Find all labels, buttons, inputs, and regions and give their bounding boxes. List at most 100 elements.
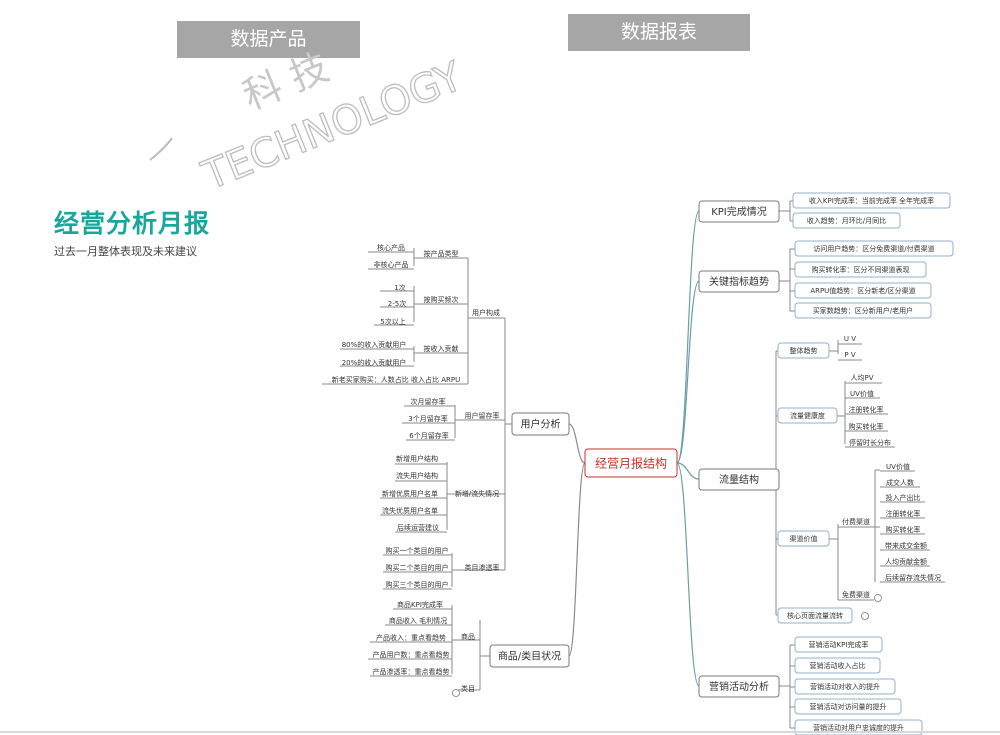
p-6-label: 带来成交金额 — [885, 541, 927, 550]
by-revenue-label: 按收入贡献 — [424, 344, 459, 353]
branch-user-analysis-box — [511, 412, 570, 436]
g-1-label: 商品KPI完成率 — [397, 600, 443, 609]
tab-data-report[interactable]: 数据报表 — [568, 14, 750, 51]
core-page-label: 核心页面流量流转 — [787, 611, 843, 620]
p-5-label: 购买转化率 — [886, 525, 921, 534]
goods-label: 商品 — [461, 632, 475, 641]
g-5-label: 产品渗透率：重点看趋势 — [373, 667, 450, 676]
nc-4-label: 流失优质用户名单 — [382, 506, 438, 515]
freq-5plus-label: 5次以上 — [380, 317, 405, 326]
ret-3-label: 3个月留存率 — [408, 414, 447, 423]
kt-2-label: 购买转化率：区分不同渠道表现 — [812, 265, 910, 274]
h-2-label: UV价值 — [850, 389, 874, 398]
h-1-label: 人均PV — [850, 373, 873, 382]
core-product-label: 核心产品 — [377, 243, 405, 252]
pv-label: P V — [844, 351, 855, 359]
branch-key-trend-box — [698, 270, 780, 293]
bottom-divider — [0, 731, 1000, 733]
free-expand-icon[interactable] — [874, 594, 882, 602]
watermark-curve — [149, 137, 173, 161]
branch-marketing: 营销活动分析 — [709, 680, 769, 693]
rev-80-label: 80%的收入贡献用户 — [342, 340, 407, 349]
rev-20-label: 20%的收入贡献用户 — [342, 358, 407, 367]
ret-6-label: 6个月留存率 — [409, 431, 448, 440]
new-churn-label: 新增/流失情况 — [455, 489, 499, 498]
pen-2-label: 购买二个类目的用户 — [386, 563, 449, 572]
retention-label: 用户留存率 — [465, 411, 500, 420]
kt-1-label-box — [794, 240, 954, 257]
category-expand-icon[interactable] — [452, 689, 460, 697]
m-4-label-box — [794, 698, 902, 715]
freq-1-label: 1次 — [394, 283, 405, 292]
channel-value-label: 渠道价值 — [790, 534, 818, 543]
free-label: 免费渠道 — [842, 590, 870, 599]
overall-label: 整体趋势 — [790, 346, 818, 355]
branch-goods-category: 商品/类目状况 — [498, 650, 561, 663]
channel-value-label-box — [777, 530, 830, 547]
m-2-label: 营销活动收入占比 — [810, 661, 866, 670]
paid-label: 付费渠道 — [842, 517, 870, 526]
g-2-label: 商品收入 毛利情况 — [389, 616, 447, 625]
pen-1-label: 购买一个类目的用户 — [386, 546, 449, 555]
branch-kpi-box — [698, 200, 780, 223]
p-8-label: 后续留存流失情况 — [885, 573, 941, 582]
penetration-label: 类目渗透率 — [465, 563, 500, 572]
h-3-label: 注册转化率 — [849, 405, 884, 414]
kt-2-label-box — [794, 261, 927, 278]
tab-data-product[interactable]: 数据产品 — [177, 21, 360, 58]
by-type-label: 按产品类型 — [424, 249, 459, 258]
health-label: 流量健康度 — [790, 411, 825, 420]
branch-goods-category-box — [489, 644, 570, 668]
kt-4-label: 买家数趋势：区分新用户/老用户 — [813, 306, 913, 315]
kpi-1-label-box — [792, 192, 951, 209]
kpi-2-label: 收入趋势：月环比/月同比 — [807, 216, 886, 225]
g-4-label: 产品用户数：重点看趋势 — [373, 650, 450, 659]
nc-3-label: 新增优质用户名单 — [382, 489, 438, 498]
p-2-label: 成交人数 — [886, 478, 914, 487]
center-node-box — [584, 448, 678, 478]
new-old-buyers-label: 新老买家购买：人数占比 收入占比 ARPU — [332, 375, 460, 384]
non-core-product-label: 非核心产品 — [374, 260, 409, 269]
h-4-label: 购买转化率 — [849, 422, 884, 431]
by-frequency-label: 按购买频次 — [424, 295, 459, 304]
branch-user-analysis: 用户分析 — [521, 418, 561, 431]
pen-3-label: 购买三个类目的用户 — [386, 580, 449, 589]
center-node: 经营月报结构 — [595, 455, 667, 470]
core-page-expand-icon[interactable] — [861, 612, 869, 620]
nc-1-label: 新增用户结构 — [396, 454, 438, 463]
core-page-label-box — [777, 607, 853, 624]
p-1-label: UV价值 — [886, 462, 910, 471]
p-3-label: 投入产出比 — [886, 493, 921, 502]
h-5-label: 停留时长分布 — [849, 438, 891, 447]
branch-kpi: KPI完成情况 — [711, 205, 767, 218]
uv-label: U V — [844, 335, 856, 343]
g-3-label: 产品收入：重点看趋势 — [376, 633, 446, 642]
nc-2-label: 流失用户结构 — [396, 471, 438, 480]
m-3-label-box — [794, 678, 896, 695]
kt-3-label-box — [794, 282, 932, 299]
nc-5-label: 后续运营建议 — [397, 523, 439, 532]
freq-2-5-label: 2-5次 — [388, 299, 406, 308]
user-composition-label: 用户构成 — [472, 308, 500, 317]
kt-4-label-box — [794, 302, 932, 319]
kt-1-label: 访问用户趋势：区分免费渠道/付费渠道 — [813, 244, 934, 253]
p-7-label: 人均贡献金额 — [885, 557, 927, 566]
page-title: 经营分析月报 — [54, 209, 211, 238]
branch-traffic-box — [698, 468, 780, 491]
overall-label-box — [777, 342, 830, 359]
m-3-label: 营销活动对收入的提升 — [810, 682, 880, 691]
m-4-label: 营销活动对访问量的提升 — [810, 702, 887, 711]
kt-3-label: ARPU值趋势：区分新老/区分渠道 — [810, 286, 915, 295]
m-1-label-box — [794, 636, 883, 653]
ret-1-label: 次月留存率 — [411, 397, 446, 406]
m-1-label: 营销活动KPI完成率 — [809, 640, 869, 649]
health-label-box — [777, 407, 838, 424]
kpi-2-label-box — [792, 212, 901, 229]
m-5-label: 营销活动对用户忠诚度的提升 — [813, 723, 904, 732]
page-subtitle: 过去一月整体表现及未来建议 — [54, 245, 197, 258]
kpi-1-label: 收入KPI完成率：当前完成率 全年完成率 — [809, 196, 934, 205]
branch-traffic: 流量结构 — [719, 473, 759, 486]
branch-key-trend: 关键指标趋势 — [709, 275, 769, 288]
